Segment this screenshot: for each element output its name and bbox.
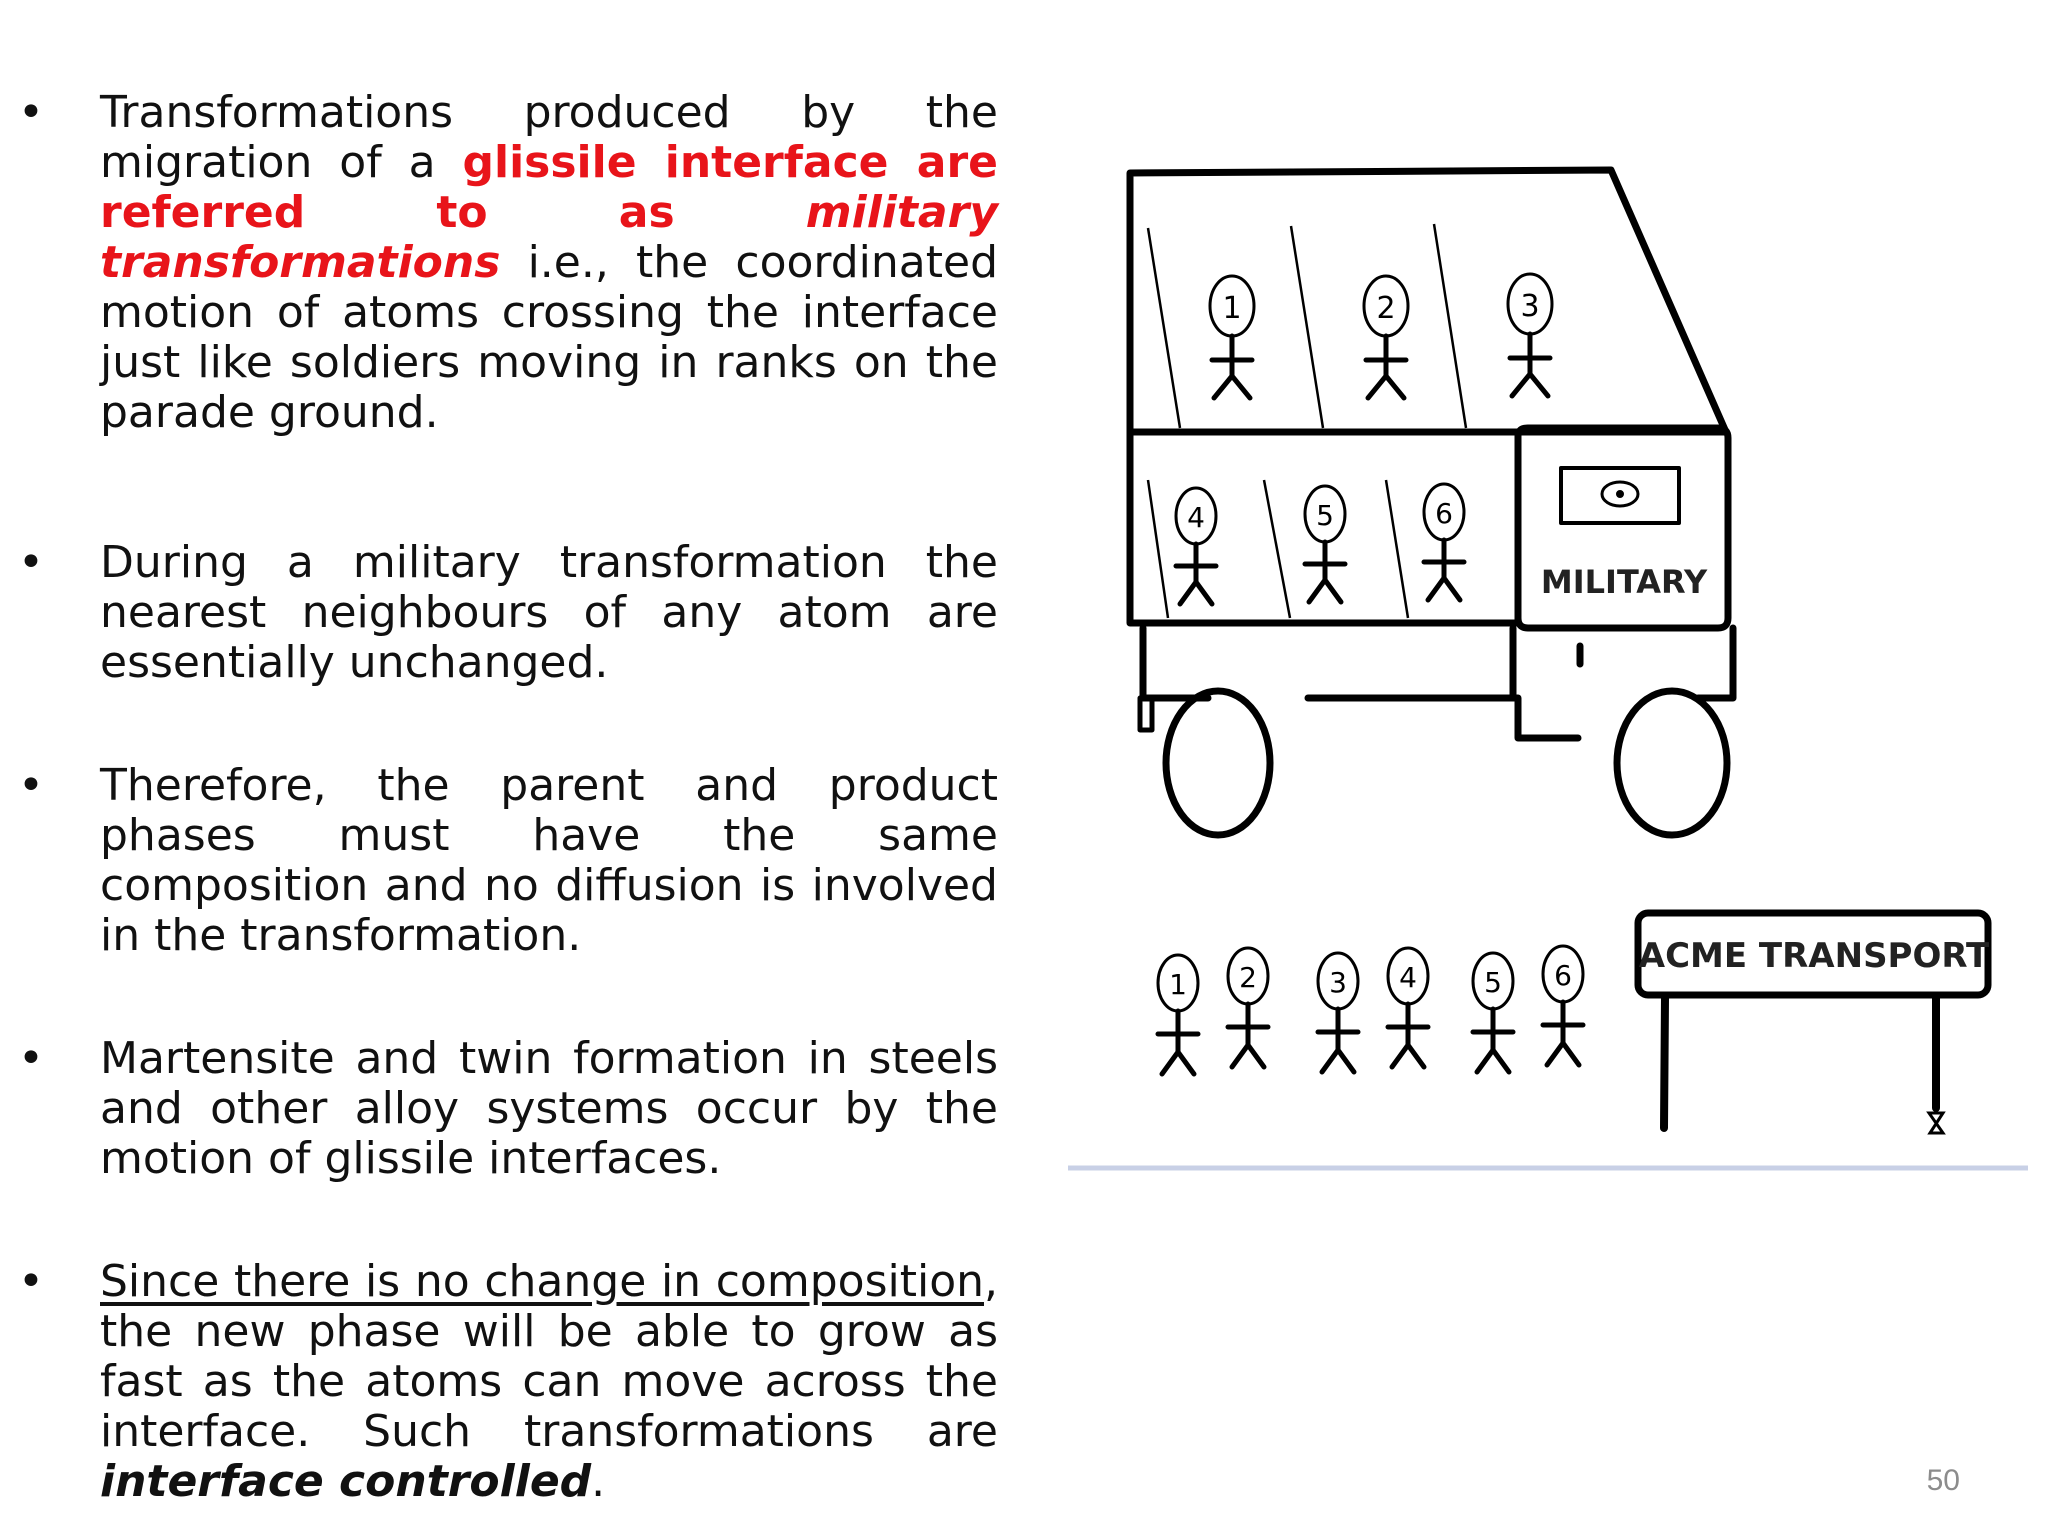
front-wheel-icon bbox=[1162, 687, 1274, 839]
soldier-icon-ground-2: 2 bbox=[1225, 946, 1271, 1070]
soldier-icon-truck-2: 2 bbox=[1362, 274, 1410, 401]
sign-post-foot-icon bbox=[1926, 1111, 1946, 1135]
soldier-number: 5 bbox=[1316, 499, 1334, 532]
cab-steering-icon bbox=[1600, 480, 1640, 508]
bullet-dot: • bbox=[18, 87, 44, 138]
bullet-dot: • bbox=[18, 537, 44, 588]
soldier-icon-ground-5: 5 bbox=[1470, 951, 1516, 1075]
soldier-number: 5 bbox=[1484, 966, 1502, 999]
bullet-5-end: . bbox=[591, 1456, 606, 1507]
soldier-icon-ground-1: 1 bbox=[1155, 953, 1201, 1077]
bullet-2-text: During a military transformation the nea… bbox=[100, 537, 998, 688]
soldier-number: 2 bbox=[1376, 291, 1395, 326]
canopy-ribs bbox=[1146, 223, 1468, 619]
bullet-item-4: • Martensite and twin formation in steel… bbox=[10, 1034, 998, 1184]
bullet-1-highlight-italic: military transformations bbox=[100, 187, 998, 288]
soldier-icon-ground-3: 3 bbox=[1315, 951, 1361, 1075]
soldier-number: 3 bbox=[1329, 966, 1347, 999]
soldier-icon-ground-6: 6 bbox=[1540, 944, 1586, 1068]
bullet-dot: • bbox=[18, 1033, 44, 1084]
truck-bumper bbox=[1137, 695, 1155, 733]
sign-label: ACME TRANSPORT bbox=[1639, 936, 1990, 976]
bullet-dot: • bbox=[18, 760, 44, 811]
soldier-number: 6 bbox=[1554, 959, 1572, 992]
bullet-item-5: • Since there is no change in compositio… bbox=[10, 1257, 998, 1507]
soldier-number: 1 bbox=[1222, 291, 1241, 326]
truck bbox=[1126, 166, 1737, 839]
soldier-number: 4 bbox=[1399, 961, 1417, 994]
soldier-icon-truck-5: 5 bbox=[1302, 484, 1348, 605]
bullet-1-text-end: i.e., the coordinated motion of atoms cr… bbox=[100, 237, 998, 438]
bullet-5-underlined: Since there is no change in composition bbox=[100, 1256, 984, 1307]
soldier-number: 3 bbox=[1520, 289, 1539, 324]
bullet-4-text: Martensite and twin formation in steels … bbox=[100, 1033, 998, 1184]
military-transport-illustration: MILITARY 1 2 3 4 5 6 1 2 3 bbox=[1068, 138, 2028, 1173]
bullet-item-1: • Transformations produced by the migrat… bbox=[10, 88, 998, 438]
page-number: 50 bbox=[1926, 1464, 1960, 1497]
soldier-icon-truck-6: 6 bbox=[1421, 482, 1467, 603]
soldier-number: 1 bbox=[1169, 968, 1187, 1001]
sign: ACME TRANSPORT bbox=[1634, 909, 1992, 1135]
bullet-dot: • bbox=[18, 1256, 44, 1307]
truck-cab bbox=[1514, 424, 1732, 632]
soldier-icon-ground-4: 4 bbox=[1385, 946, 1431, 1070]
sign-post-left bbox=[1660, 994, 1669, 1132]
bullet-3-text: Therefore, the parent and product phases… bbox=[100, 760, 998, 961]
bullet-5-text: , the new phase will be able to grow as … bbox=[100, 1256, 998, 1457]
soldier-number: 6 bbox=[1435, 497, 1453, 530]
soldier-icon-truck-3: 3 bbox=[1506, 272, 1554, 399]
bullet-item-3: • Therefore, the parent and product phas… bbox=[10, 761, 998, 961]
truck-cab-window bbox=[1559, 466, 1681, 525]
rear-wheel-icon bbox=[1613, 687, 1731, 839]
soldier-icon-truck-4: 4 bbox=[1173, 486, 1219, 607]
bullet-item-2: • During a military transformation the n… bbox=[10, 538, 998, 688]
soldier-number: 2 bbox=[1239, 961, 1257, 994]
soldier-number: 4 bbox=[1187, 501, 1205, 534]
bullet-1-highlight: glissile interface are referred to as bbox=[100, 137, 998, 238]
soldier-icon-truck-1: 1 bbox=[1208, 274, 1256, 401]
bullet-1-text: Transformations produced by the migratio… bbox=[100, 87, 998, 188]
bullet-5-bold-italic: interface controlled bbox=[100, 1456, 592, 1507]
sign-board bbox=[1634, 909, 1992, 999]
truck-label: MILITARY bbox=[1541, 563, 1708, 601]
bullet-list: • Transformations produced by the migrat… bbox=[10, 88, 998, 1507]
